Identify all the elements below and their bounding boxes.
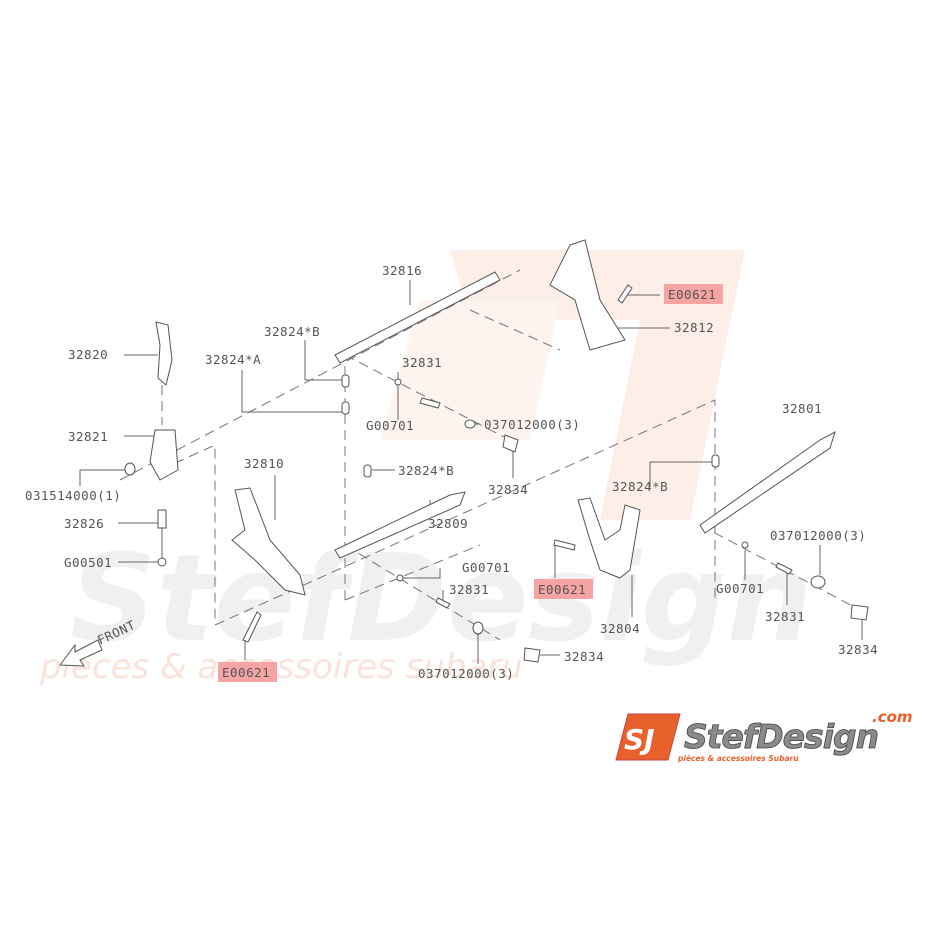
pin-32824B-2 [363, 464, 372, 478]
fork-32804 [577, 497, 641, 579]
label-037012000-1: 037012000(3) [484, 417, 580, 432]
pin-32824B-3 [711, 454, 720, 468]
shaft-32809 [334, 491, 466, 559]
assembly-lines [119, 269, 861, 641]
arm-32821 [149, 429, 179, 481]
parts [59, 239, 869, 667]
shaft-32801 [699, 430, 836, 534]
bolt-32834-3 [523, 647, 541, 663]
logo-tagline: pièces & accessoires Subaru [677, 754, 799, 763]
stefdesign-logo: SJ StefDesign .com pièces & accessoires … [615, 708, 913, 763]
washer-031514000 [124, 462, 136, 476]
label-32824b-3: 32824*B [612, 479, 668, 494]
label-32816: 32816 [382, 263, 422, 278]
label-32826: 32826 [64, 516, 104, 531]
logo-brand: StefDesign [684, 717, 878, 756]
logo-mark-text: SJ [624, 723, 655, 756]
washer-037012000-2 [810, 575, 826, 589]
label-031514000: 031514000(1) [25, 488, 121, 503]
watermark-tagline: pieces & accessoires subaru [39, 647, 523, 687]
label-32804: 32804 [600, 621, 640, 636]
front-arrow-icon [59, 639, 103, 667]
pin-32824A [341, 401, 350, 415]
label-32820: 32820 [68, 347, 108, 362]
highlight-e00621-mid [534, 579, 593, 599]
bolt-32834-2 [850, 604, 869, 621]
ball-g00701-3 [741, 541, 749, 549]
logo-mark [615, 713, 681, 761]
pin-32824B-1 [341, 374, 350, 388]
label-32824b-1: 32824*B [264, 324, 320, 339]
label-32801: 32801 [782, 401, 822, 416]
label-32834-2: 32834 [838, 642, 878, 657]
label-32834-1: 32834 [488, 482, 528, 497]
label-e00621-mid: E00621 [538, 582, 586, 597]
label-32831-1: 32831 [402, 355, 442, 370]
spring-32831-1 [419, 397, 441, 409]
label-g00701-3: G00701 [716, 581, 764, 596]
label-32809: 32809 [428, 516, 468, 531]
bolt-32834-1 [502, 434, 519, 453]
arm-32820 [155, 321, 173, 386]
label-g00501: G00501 [64, 555, 112, 570]
label-32824a: 32824*A [205, 352, 261, 367]
part-labels: 32816 E00621 32812 32820 32824*A 32824*B… [25, 263, 878, 681]
logo-domain: .com [872, 708, 913, 726]
label-32834-3: 32834 [564, 649, 604, 664]
shaft-32816 [334, 271, 501, 364]
spring-32831-2 [435, 597, 451, 609]
label-e00621-top: E00621 [668, 287, 716, 302]
spring-32831-3 [775, 562, 793, 575]
highlight-e00621-top [664, 284, 723, 304]
fork-32810 [231, 487, 306, 596]
label-g00701-1: G00701 [366, 418, 414, 433]
fork-32812 [549, 239, 626, 351]
highlight-e00621-bottom [218, 662, 277, 682]
pin-e00621-mid [553, 539, 576, 551]
label-g00701-2: G00701 [462, 560, 510, 575]
pin-e00621-bottom [242, 611, 262, 643]
ball-g00701-2 [396, 574, 404, 582]
label-e00621-bottom: E00621 [222, 665, 270, 680]
ball-g00701-1 [394, 378, 402, 386]
pin-e00621-top [617, 284, 633, 304]
label-037012000-2: 037012000(3) [770, 528, 866, 543]
spring-32826 [157, 509, 167, 529]
label-32821: 32821 [68, 429, 108, 444]
label-32831-3: 32831 [765, 609, 805, 624]
washer-037012000-3 [472, 621, 484, 635]
label-32824b-2: 32824*B [398, 463, 454, 478]
ball-g00501 [157, 557, 167, 567]
washer-037012000-1 [464, 419, 476, 429]
label-32812: 32812 [674, 320, 714, 335]
label-32810: 32810 [244, 456, 284, 471]
label-32831-2: 32831 [449, 582, 489, 597]
label-037012000-3: 037012000(3) [418, 666, 514, 681]
